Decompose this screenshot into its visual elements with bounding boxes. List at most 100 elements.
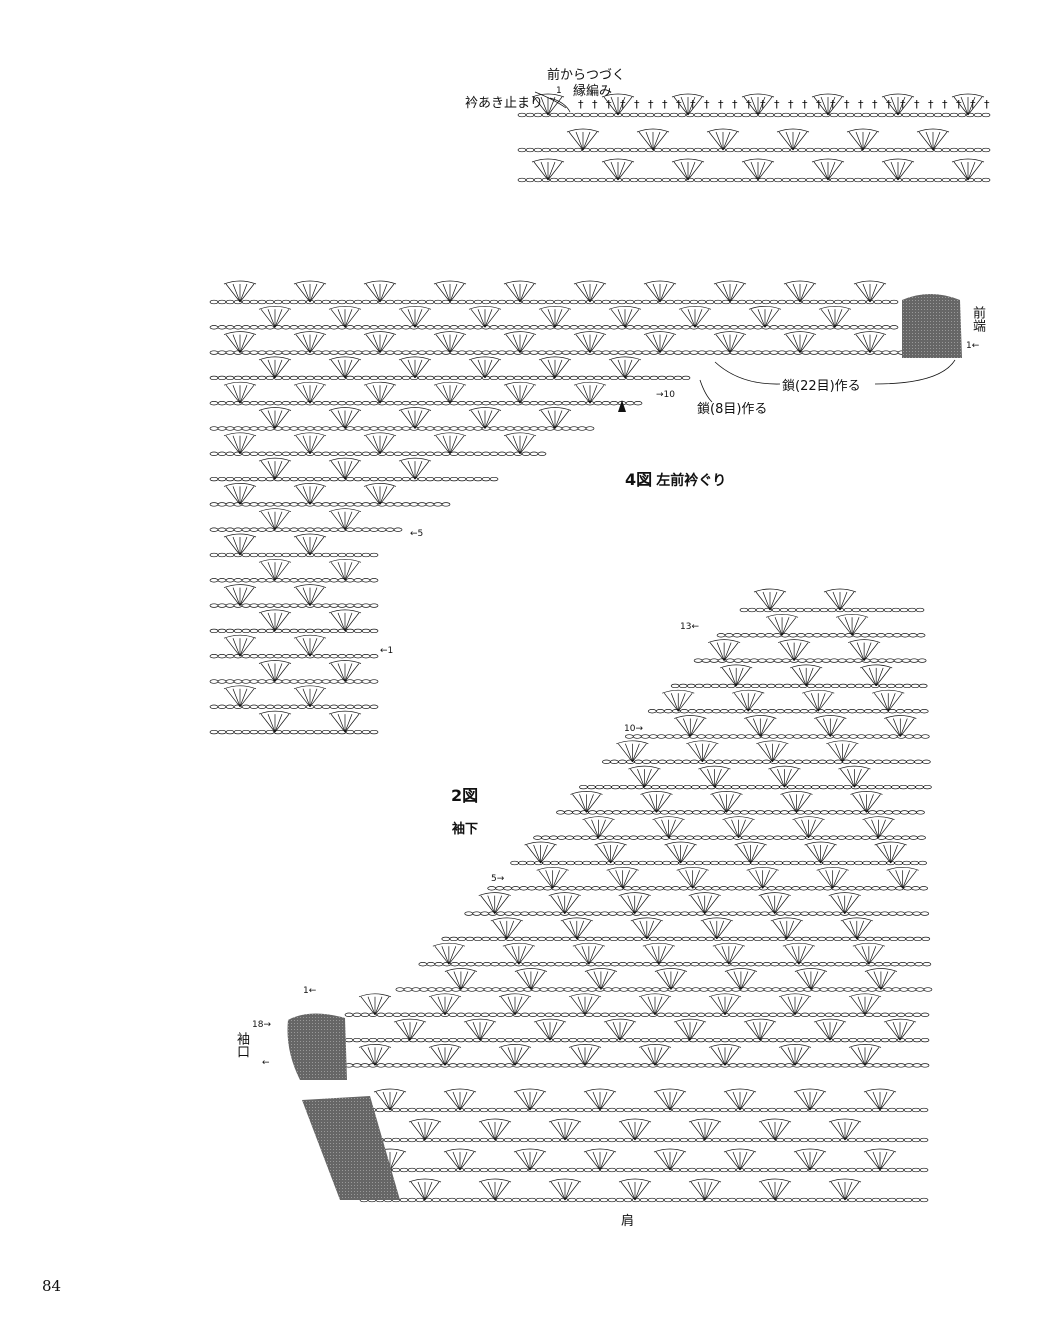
treble-stitch [618,743,633,763]
treble-stitch [225,384,241,404]
chain-stitch [265,451,275,456]
chain-stitch [738,962,748,967]
chain-stitch [457,476,467,482]
chain-stitch [891,784,900,790]
chain-stitch [903,1197,913,1203]
chain-stitch [265,552,275,558]
chain-stitch [361,502,371,507]
chain-stitch [571,987,581,992]
treble-stitch [540,844,548,864]
single-crochet-symbol: † [634,98,640,111]
treble-stitch [449,385,458,404]
chain-stitch [321,704,331,709]
treble-stitch [680,96,689,116]
picot-arc [363,483,397,487]
chain-stitch [369,502,379,507]
chain-stitch [425,375,435,381]
treble-stitch [588,946,597,965]
chain-stitch [424,1037,434,1043]
chain-stitch [679,886,689,891]
treble-stitch [608,870,623,889]
chain-stitch [209,552,219,558]
chain-stitch [626,962,636,967]
picot-arc [514,968,548,972]
treble-stitch [759,1021,768,1041]
chain-stitch [699,987,709,992]
treble-stitch [825,870,834,889]
chain-stitch [858,759,867,764]
chain-stitch [807,709,817,714]
picot-arc [223,280,257,285]
treble-stitch [634,895,643,914]
treble-stitch [880,693,889,712]
chain-stitch [733,177,743,183]
chain-stitch [345,679,355,684]
chain-stitch [433,476,443,482]
chain-stitch [848,1037,858,1043]
treble-stitch [627,1181,636,1201]
treble-stitch [757,96,773,116]
chain-stitch [687,1107,697,1113]
shaded-cuff-upper [287,1013,347,1080]
chain-stitch [799,886,809,891]
treble-stitch [302,587,311,606]
treble-stitch [687,161,696,181]
chain-stitch [433,350,443,355]
treble-stitch [600,971,609,990]
chain-stitch [737,299,747,305]
chain-stitch [551,1107,561,1113]
chain-stitch [241,578,251,583]
picot-arc [790,664,823,669]
chain-stitch [791,1137,801,1143]
chain-stitch [949,177,959,183]
chain-stitch [225,628,235,634]
treble-stitch [710,1047,726,1066]
treble-stitch [448,945,464,965]
chain-stitch [713,325,723,330]
chain-stitch [329,325,339,330]
chain-stitch [640,911,650,916]
treble-stitch [407,309,416,328]
picot-arc [778,993,812,998]
chain-stitch [625,325,635,330]
treble-stitch [844,1181,860,1201]
chain-stitch [513,325,523,330]
picot-arc [783,280,817,285]
chain-stitch [832,734,842,739]
treble-stitch [309,637,325,657]
chain-stitch [225,375,235,381]
treble-stitch [690,1181,706,1201]
chain-stitch [633,350,643,355]
picot-arc [328,407,362,411]
treble-stitch [582,385,591,404]
chain-stitch [559,1107,569,1113]
chain-stitch [743,1167,753,1173]
chain-stitch [637,177,647,183]
chain-stitch [329,350,339,355]
chain-stitch [731,987,741,992]
chain-stitch [604,810,613,815]
chain-stitch [577,426,587,431]
chain-stitch [825,350,835,355]
treble-stitch [865,1091,881,1111]
chain-stitch [957,177,967,183]
chain-stitch [609,401,619,406]
chain-stitch [305,325,315,330]
treble-stitch [875,667,891,687]
chain-stitch [843,607,853,613]
chain-stitch [871,709,881,714]
chain-stitch [750,683,760,689]
chain-stitch [664,1012,674,1017]
picot-arc [628,765,661,770]
treble-stitch [572,794,587,813]
chain-stitch [273,603,283,608]
treble-stitch [530,971,539,990]
chain-stitch [265,527,275,532]
chain-stitch [573,177,583,183]
chain-stitch [915,987,925,992]
chain-stitch [273,299,283,305]
chain-stitch [577,375,587,381]
chain-stitch [880,1063,890,1068]
treble-stitch [682,1021,691,1041]
picot-arc [444,968,478,972]
